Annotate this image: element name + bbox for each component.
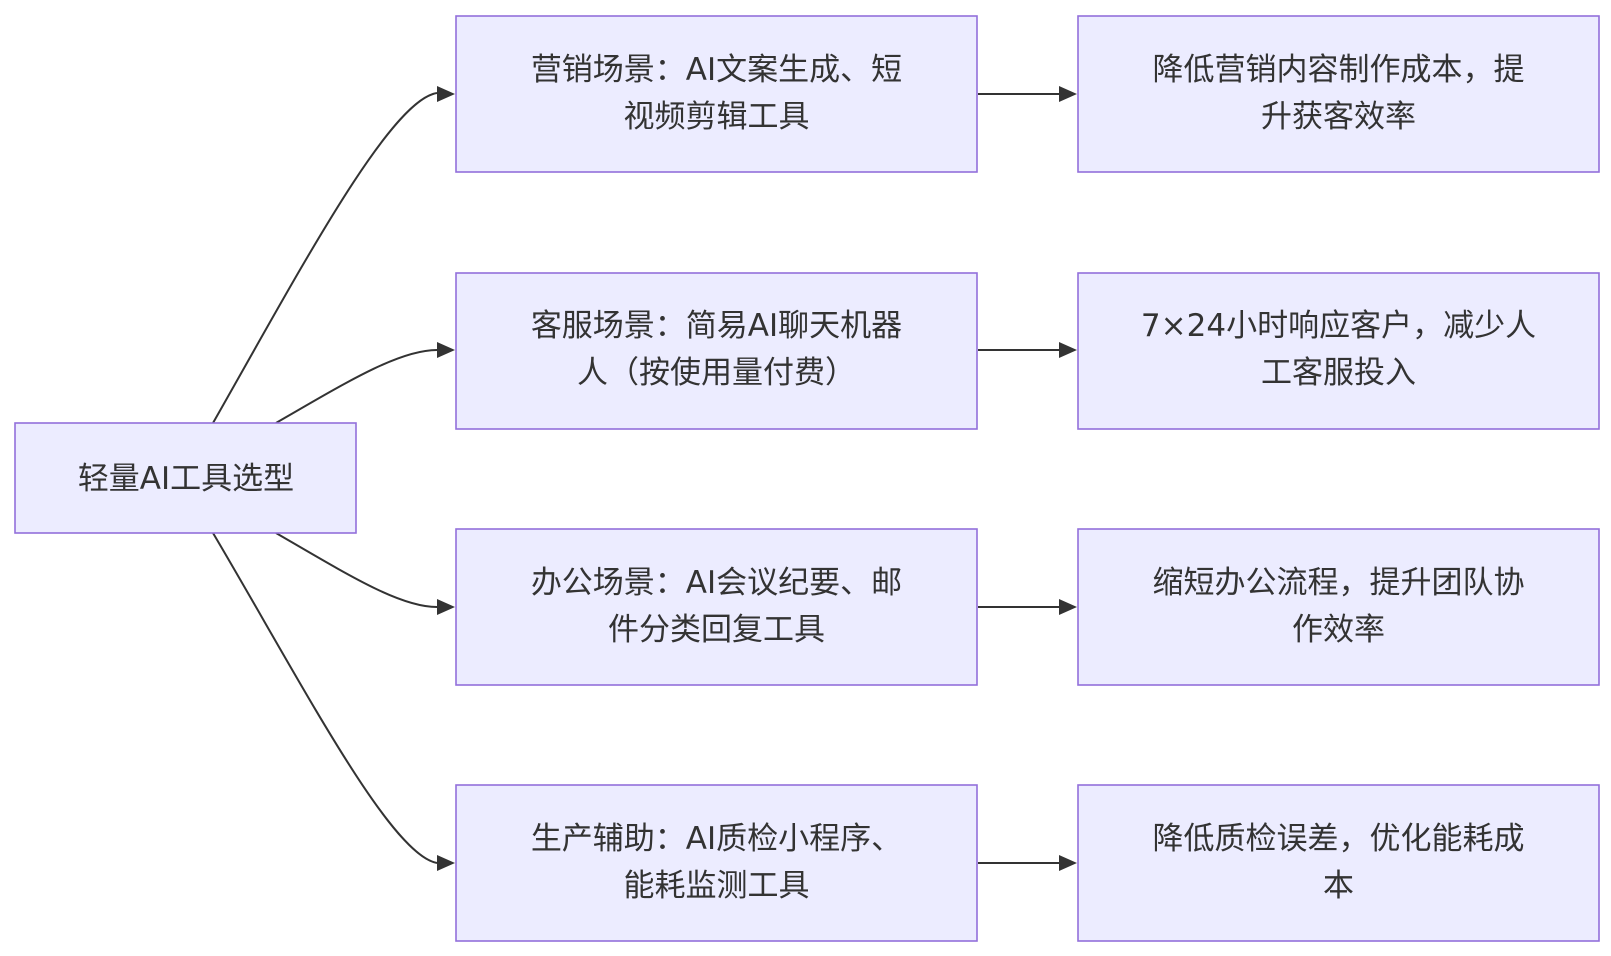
root-node: 轻量AI工具选型	[14, 422, 357, 534]
arrowhead-benefit-1	[1059, 86, 1077, 102]
scenario-node-production: 生产辅助：AI质检小程序、 能耗监测工具	[455, 784, 978, 942]
root-node-label: 轻量AI工具选型	[78, 461, 294, 497]
scenario-node-customer-service: 客服场景：简易AI聊天机器 人（按使用量付费）	[455, 272, 978, 430]
arrowhead-scenario-1	[437, 86, 455, 102]
scenario-node-office-line-2: 件分类回复工具	[608, 612, 825, 648]
scenario-node-office-line-1: 办公场景：AI会议纪要、邮	[531, 565, 902, 601]
benefit-node-office-line-2: 作效率	[1292, 612, 1385, 648]
benefit-node-marketing-line-1: 降低营销内容制作成本，提	[1153, 52, 1525, 88]
arrowhead-benefit-3	[1059, 599, 1077, 615]
edge-root-to-scenario-3	[275, 532, 438, 608]
scenario-to-benefit-edges	[978, 86, 1077, 871]
benefit-node-production: 降低质检误差，优化能耗成 本	[1077, 784, 1600, 942]
scenario-node-customer-service-line-2: 人（按使用量付费）	[577, 355, 856, 391]
scenario-node-production-line-1: 生产辅助：AI质检小程序、	[531, 821, 902, 857]
scenario-node-customer-service-line-1: 客服场景：简易AI聊天机器	[531, 308, 902, 344]
scenario-node-marketing-line-2: 视频剪辑工具	[624, 99, 810, 135]
scenario-node-production-line-2: 能耗监测工具	[624, 868, 810, 904]
benefit-node-production-line-2: 本	[1323, 868, 1354, 904]
arrowhead-scenario-3	[437, 599, 455, 615]
benefit-node-marketing: 降低营销内容制作成本，提 升获客效率	[1077, 15, 1600, 173]
scenario-node-office: 办公场景：AI会议纪要、邮 件分类回复工具	[455, 528, 978, 686]
root-to-scenario-edges	[212, 86, 455, 871]
arrowhead-benefit-4	[1059, 855, 1077, 871]
benefit-node-customer-service: 7×24小时响应客户，减少人 工客服投入	[1077, 272, 1600, 430]
scenario-node-marketing-line-1: 营销场景：AI文案生成、短	[531, 52, 902, 88]
edge-root-to-scenario-4	[212, 532, 438, 864]
arrowhead-scenario-4	[437, 855, 455, 871]
benefit-node-customer-service-line-1: 7×24小时响应客户，减少人	[1141, 308, 1536, 344]
scenario-node-marketing: 营销场景：AI文案生成、短 视频剪辑工具	[455, 15, 978, 173]
benefit-node-customer-service-line-2: 工客服投入	[1261, 355, 1416, 391]
benefit-node-office-line-1: 缩短办公流程，提升团队协	[1153, 565, 1525, 601]
benefit-node-marketing-line-2: 升获客效率	[1261, 99, 1416, 135]
edge-root-to-scenario-2	[275, 349, 438, 424]
benefit-node-office: 缩短办公流程，提升团队协 作效率	[1077, 528, 1600, 686]
benefit-node-production-line-1: 降低质检误差，优化能耗成	[1153, 821, 1525, 857]
arrowhead-benefit-2	[1059, 342, 1077, 358]
arrowhead-scenario-2	[437, 342, 455, 358]
edge-root-to-scenario-1	[212, 92, 438, 424]
